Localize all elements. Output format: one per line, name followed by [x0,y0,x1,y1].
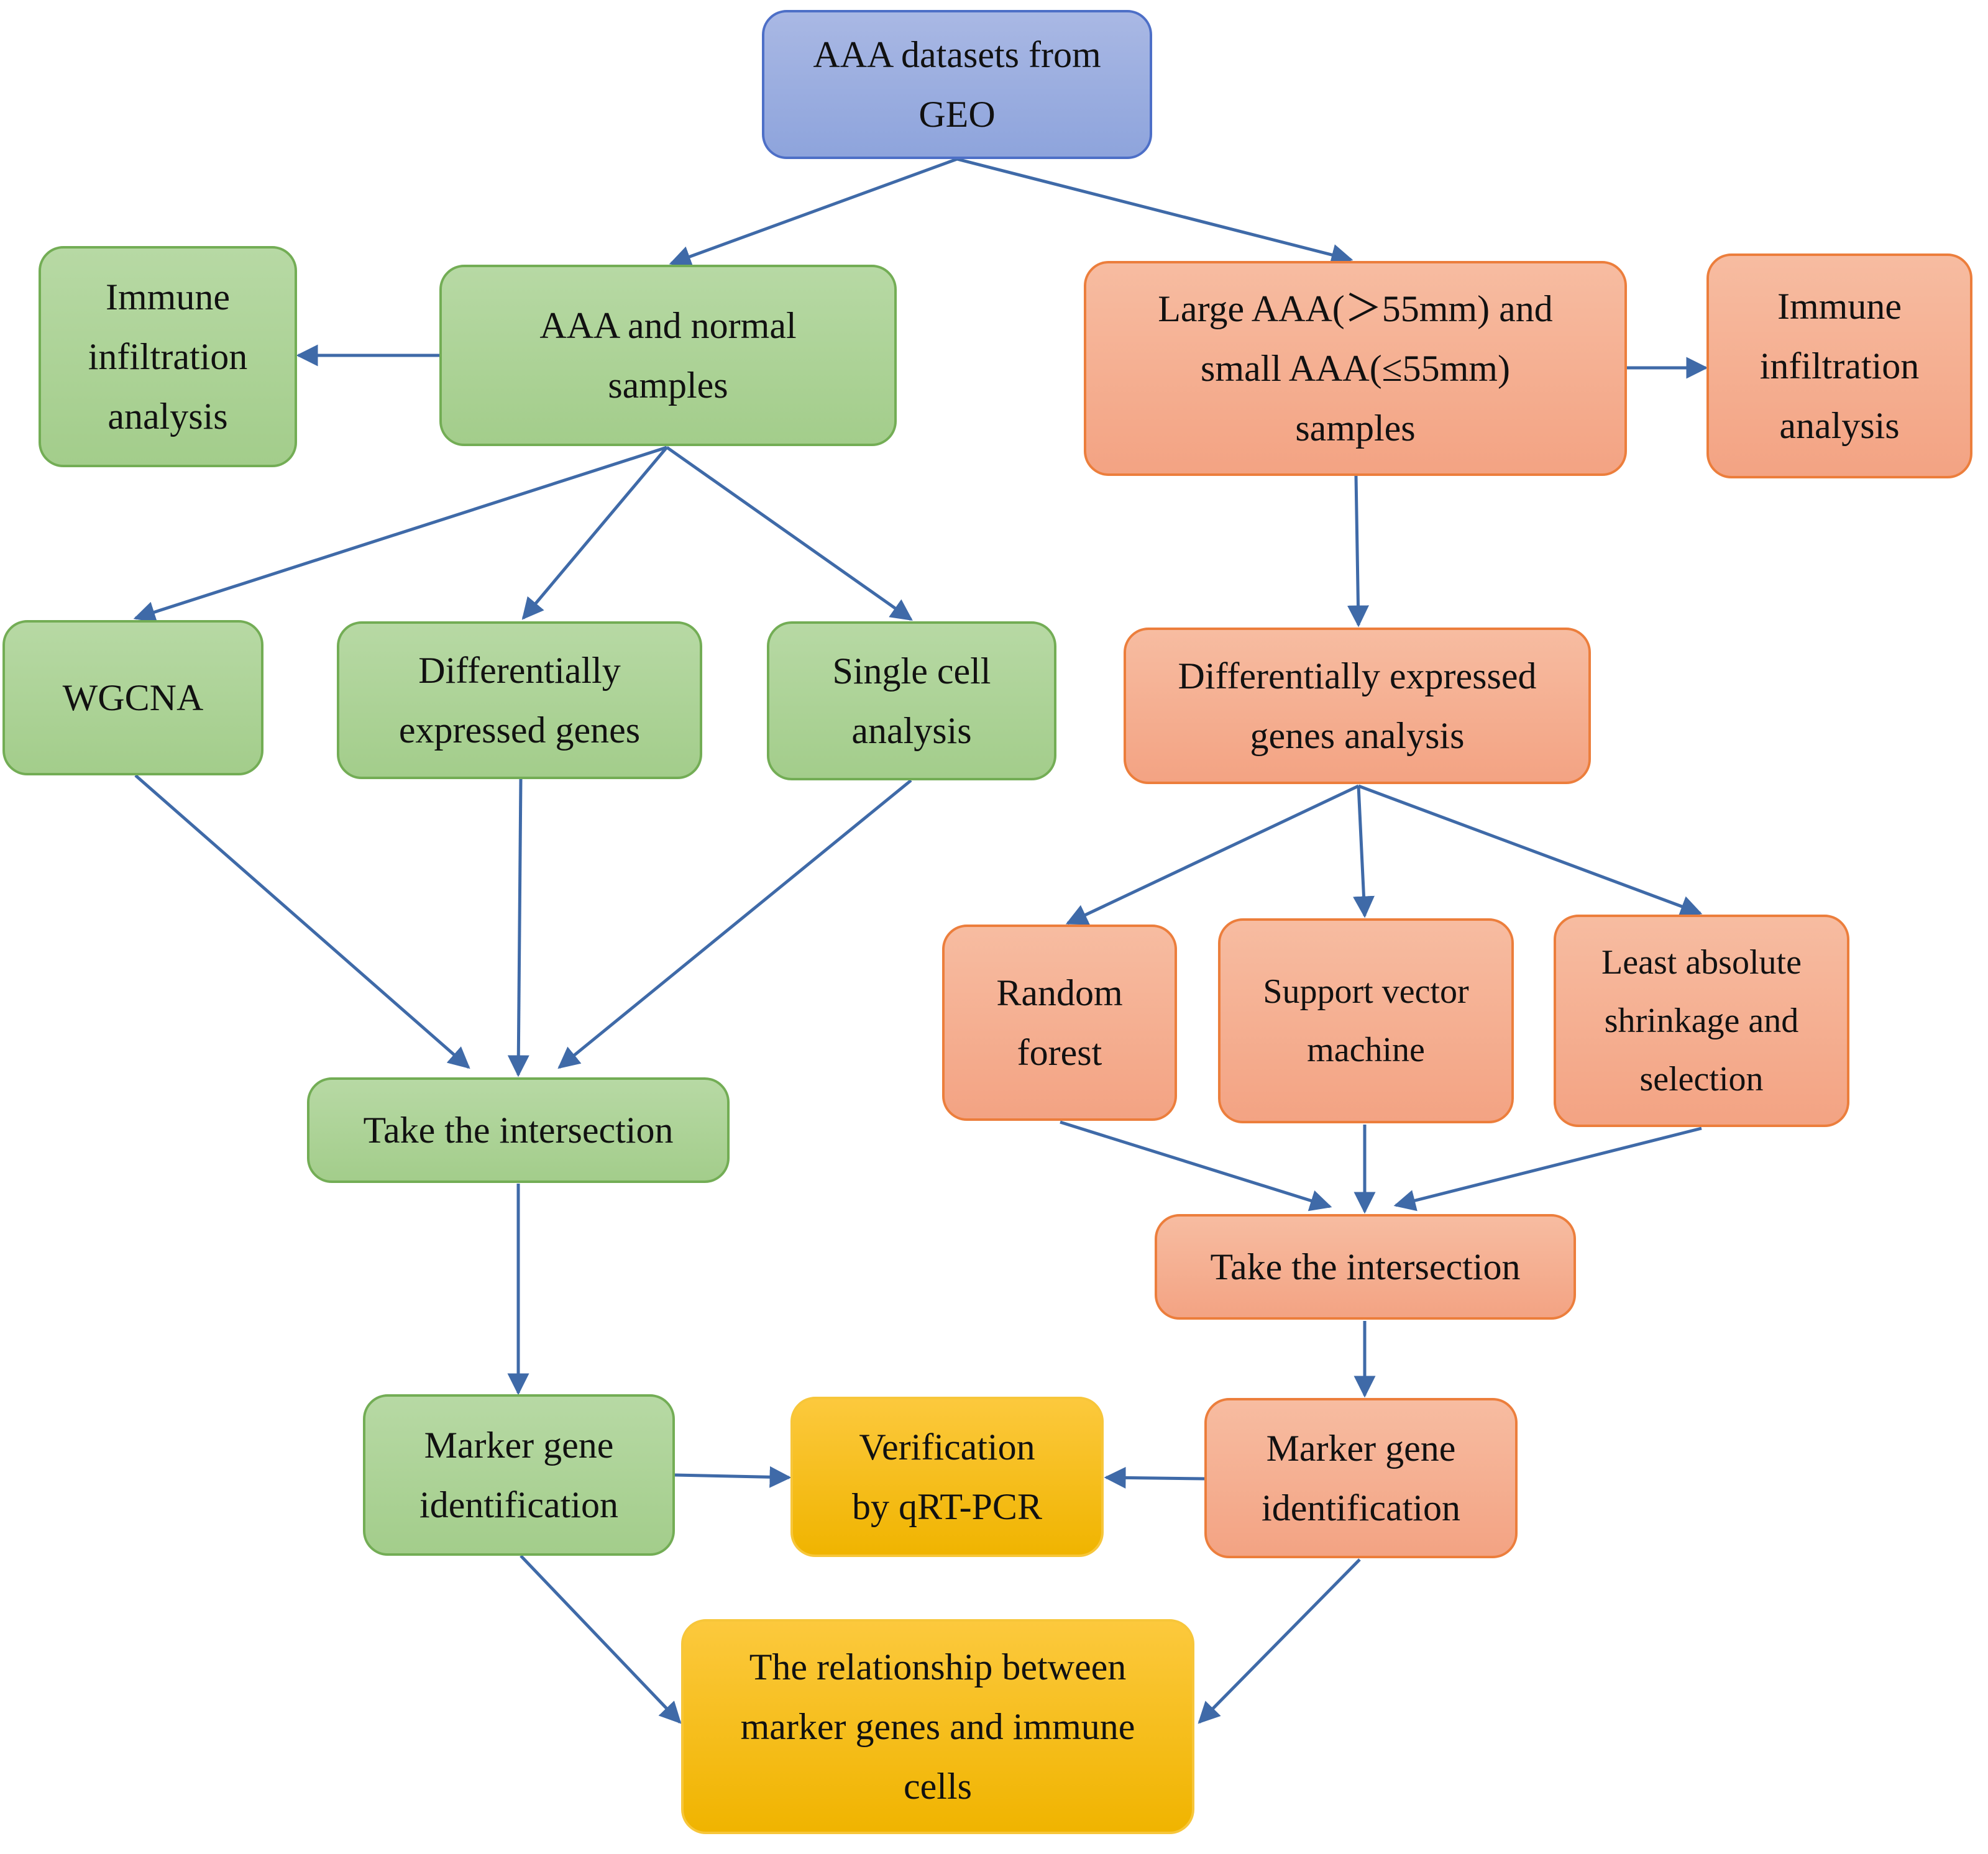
node-marker-gene-right-label: Marker gene identification [1262,1428,1460,1528]
node-lasso-label: Least absolute shrinkage and selection [1601,943,1802,1098]
node-aaa-normal-samples: AAA and normal samples [439,265,897,446]
arrow-deg-left-to-intersect-left [507,779,529,1077]
node-immune-infiltration-right-label: Immune infiltration analysis [1759,286,1920,446]
node-aaa-normal-samples-label: AAA and normal samples [539,305,797,406]
arrow-aaa-normal-to-deg-left [521,446,668,620]
arrow-random-forest-to-intersect-right [1060,1120,1332,1212]
arrow-geo-to-large-small [956,157,1354,266]
arrow-wgcna-to-intersect-left [134,774,470,1069]
node-intersection-left-label: Take the intersection [363,1110,674,1151]
node-deg-right-label: Differentially expressed genes analysis [1178,655,1537,756]
node-large-small-aaa-samples: Large AAA(＞55mm) and small AAA(≤55mm) sa… [1084,261,1627,476]
arrow-single-cell-to-intersect-left [557,779,912,1069]
node-aaa-datasets-geo: AAA datasets from GEO [762,10,1152,159]
node-relationship-immune-cells: The relationship between marker genes an… [681,1619,1194,1834]
arrow-deg-right-to-lasso [1358,784,1703,917]
node-verification-qrt-pcr: Verification by qRT-PCR [790,1397,1104,1557]
node-support-vector-machine: Support vector machine [1218,918,1514,1123]
arrow-marker-left-to-verification [674,1466,792,1488]
node-marker-gene-right: Marker gene identification [1204,1398,1518,1558]
arrow-marker-left-to-relationship [520,1555,682,1724]
arrow-marker-right-to-verification [1104,1466,1205,1489]
node-wgcna-label: WGCNA [62,677,204,718]
node-relationship-immune-cells-label: The relationship between marker genes an… [740,1646,1135,1807]
arrow-marker-right-to-relationship [1198,1558,1361,1724]
node-intersection-left: Take the intersection [307,1077,730,1183]
node-random-forest: Random forest [942,925,1177,1121]
node-deg-right: Differentially expressed genes analysis [1124,628,1591,784]
node-immune-infiltration-right: Immune infiltration analysis [1706,253,1972,478]
arrow-aaa-normal-to-wgcna [133,445,667,623]
arrow-deg-right-to-random-forest [1065,784,1360,925]
node-immune-infiltration-left-label: Immune infiltration analysis [88,276,248,437]
arrow-large-small-to-deg-right [1347,475,1369,628]
node-single-cell-analysis: Single cell analysis [767,621,1056,780]
node-marker-gene-left-label: Marker gene identification [419,1425,618,1525]
node-intersection-right-label: Take the intersection [1210,1246,1521,1287]
arrow-aaa-normal-to-single-cell [666,445,913,621]
node-verification-qrt-pcr-label: Verification by qRT-PCR [852,1427,1042,1527]
node-single-cell-analysis-label: Single cell analysis [832,651,991,751]
node-support-vector-machine-label: Support vector machine [1263,972,1469,1069]
arrow-geo-to-aaa-normal [669,157,958,267]
node-lasso: Least absolute shrinkage and selection [1554,915,1849,1127]
node-random-forest-label: Random forest [996,972,1123,1073]
node-wgcna: WGCNA [2,620,263,775]
node-marker-gene-left: Marker gene identification [363,1394,675,1556]
arrow-deg-right-to-svm [1353,785,1375,918]
node-deg-left-label: Differentially expressed genes [398,650,641,751]
node-large-small-aaa-samples-label: Large AAA(＞55mm) and small AAA(≤55mm) sa… [1158,288,1553,449]
arrow-lasso-to-intersect-right [1393,1126,1702,1212]
node-immune-infiltration-left: Immune infiltration analysis [39,246,297,467]
node-deg-left: Differentially expressed genes [337,621,702,779]
node-aaa-datasets-geo-label: AAA datasets from GEO [813,34,1101,135]
node-intersection-right: Take the intersection [1155,1214,1576,1320]
